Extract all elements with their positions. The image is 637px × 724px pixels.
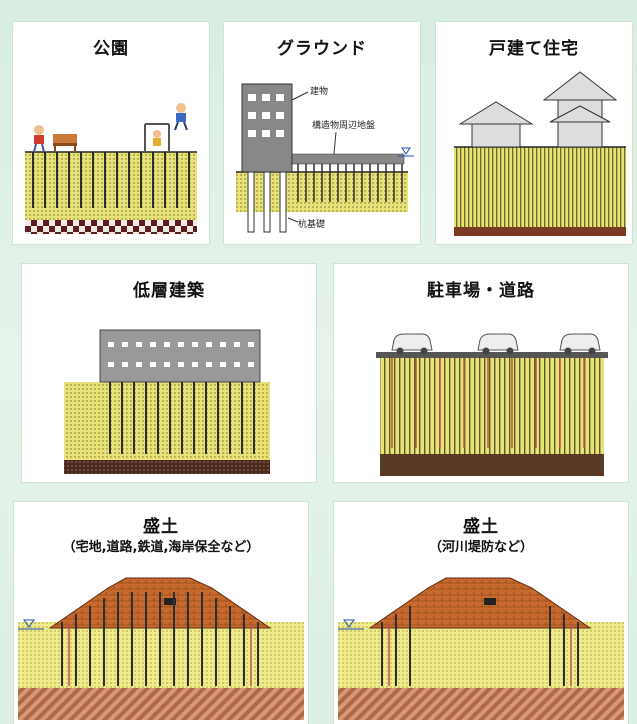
panel-lowrise: 低層建築 (22, 264, 316, 482)
lowrise-diagram (64, 329, 270, 474)
panel-subtitle: （河川堤防など） (428, 540, 533, 555)
label-building: 建物 (310, 87, 329, 97)
fill-1-diagram (18, 577, 304, 720)
fill-2-diagram (338, 577, 624, 720)
panel-fill-2: 盛土 （河川堤防など） (334, 502, 628, 724)
panel-title: 戸建て住宅 (489, 39, 579, 59)
park-diagram (25, 103, 197, 234)
panel-subtitle: （宅地,道路,鉄道,海岸保全など） (62, 540, 260, 555)
parking-diagram (376, 333, 608, 476)
panel-title: 低層建築 (133, 281, 205, 301)
panel-title: グラウンド (277, 39, 367, 59)
panel-ground: グラウンド (224, 22, 420, 244)
panel-houses: 戸建て住宅 (436, 22, 632, 244)
panel-park: 公園 (13, 22, 209, 244)
ground-diagram (236, 83, 414, 233)
panel-title: 駐車場・道路 (427, 281, 535, 301)
label-pile: 杭基礎 (298, 220, 326, 230)
panel-title: 公園 (93, 39, 129, 59)
houses-diagram (454, 71, 626, 236)
panel-fill-1: 盛土 （宅地,道路,鉄道,海岸保全など） (14, 502, 308, 724)
label-structure: 構造物周辺地盤 (312, 121, 376, 131)
panel-title: 盛土 (463, 517, 499, 537)
panel-title: 盛土 (143, 517, 179, 537)
panel-parking: 駐車場・道路 (334, 264, 628, 482)
